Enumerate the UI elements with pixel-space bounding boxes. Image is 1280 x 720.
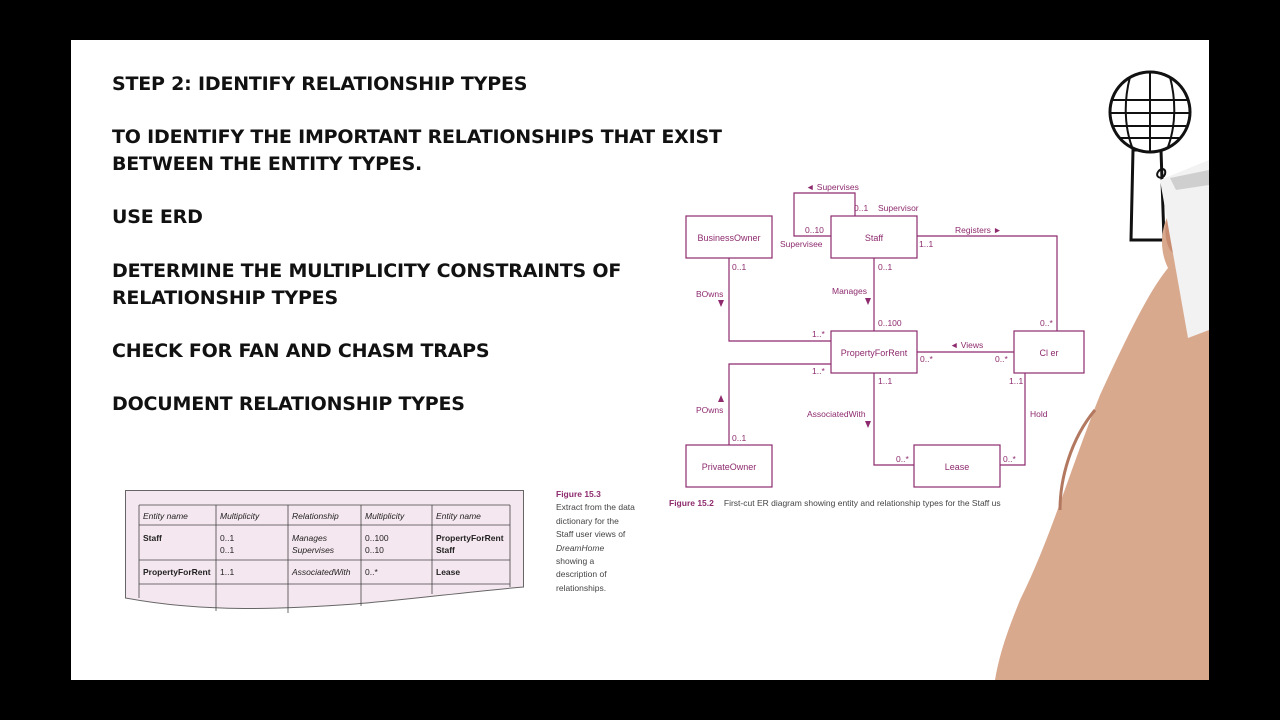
multiplicity-line-1: DETERMINE THE MULTIPLICITY CONSTRAINTS O… [112,260,622,282]
figure-15-3-number: Figure 15.3 [556,489,601,499]
rel-views: ◄ Views [950,340,983,350]
rel-associated-with: AssociatedWith [807,409,866,419]
figure-15-3-caption: Figure 15.3 Extract from the data dictio… [556,488,651,595]
mult-staff-registers: 1..1 [919,239,933,249]
associated-arrow-icon [865,421,871,428]
mult-pfr-powns: 1..* [812,366,825,376]
dict-row1-rel: Manages [292,533,328,543]
mult-pfr-views: 0..* [920,354,933,364]
figure-15-3-line-3: Staff user views of [556,529,626,540]
figure-15-3-line-1: Extract from the data [556,502,635,513]
rel-holds: Hold [1030,409,1048,419]
dict-row1-mult1: 0..1 [220,533,234,543]
figure-15-2-number: Figure 15.2 [669,498,714,508]
entity-client: Cl er [1039,348,1058,358]
mult-pfr-bowns: 1..* [812,329,825,339]
use-erd-line: USE ERD [112,206,203,228]
role-supervisor: Supervisor [878,203,919,213]
powns-arrow-icon [718,395,724,402]
entity-lease: Lease [945,462,970,472]
figure-15-3-line-2: dictionary for the [556,515,619,526]
data-dictionary-table: Entity name Multiplicity Relationship Mu… [125,490,524,613]
dict-row1-mult2b: 0..10 [365,545,384,555]
figure-15-2-text: First-cut ER diagram showing entity and … [723,498,1001,508]
mult-lease-associated: 0..* [896,454,909,464]
registers-line [917,235,1058,331]
dict-header-mult1: Multiplicity [220,511,260,521]
mult-bo-bowns: 0..1 [732,262,746,272]
dict-header-relationship: Relationship [292,511,339,521]
dict-row2-rel: AssociatedWith [291,567,351,577]
dict-row2-mult2: 0..* [365,567,378,577]
bowns-line [728,258,831,342]
step-title: STEP 2: IDENTIFY RELATIONSHIP TYPES [112,73,528,95]
dict-header-target: Entity name [436,511,481,521]
dict-header-mult2: Multiplicity [365,511,405,521]
dict-row2-target: Lease [436,567,460,577]
mult-client-registers: 0..* [1040,318,1053,328]
dict-row1-mult2: 0..100 [365,533,389,543]
role-supervisee: Supervisee [780,239,823,249]
mult-pfr-associated: 1..1 [878,376,892,386]
dict-header-entity: Entity name [143,511,188,521]
figure-15-3-line-6: description of [556,569,607,580]
mult-staff-manages: 0..1 [878,262,892,272]
mult-supervisor: 0..1 [854,203,868,213]
mult-client-views: 0..* [995,354,1008,364]
entity-private-owner: PrivateOwner [702,462,757,472]
figure-15-2-caption: Figure 15.2 First-cut ER diagram showing … [669,498,1001,508]
dict-row1-target: PropertyForRent [436,533,504,543]
dict-row1-mult1b: 0..1 [220,545,234,555]
figure-15-3-line-5: showing a [556,556,595,567]
figure-15-3-line-7: relationships. [556,582,607,593]
mult-lease-holds: 0..* [1003,454,1016,464]
holds-line [1000,373,1026,466]
rel-manages: Manages [832,286,867,296]
dict-row1-entity: Staff [143,533,162,543]
document-line: DOCUMENT RELATIONSHIP TYPES [112,393,465,415]
manages-arrow-icon [865,298,871,305]
powns-line [728,363,831,445]
entity-lease-box [913,444,1001,488]
mult-po-powns: 0..1 [732,433,746,443]
rel-powns: POwns [696,405,723,415]
dict-row1-target2: Staff [436,545,455,555]
mult-pfr-manages: 0..100 [878,318,902,328]
hand-with-marker [995,160,1209,680]
bowns-arrow-icon [718,300,724,307]
purpose-line-2: BETWEEN THE ENTITY TYPES. [112,153,423,175]
figure-15-3-line-4: DreamHome [556,542,605,553]
entity-pfr: PropertyForRent [841,348,908,358]
traps-line: CHECK FOR FAN AND CHASM TRAPS [112,340,490,362]
rel-registers: Registers ► [955,225,1002,235]
rel-supervises: ◄ Supervises [806,182,859,192]
dict-row2-entity: PropertyForRent [143,567,211,577]
entity-staff: Staff [865,233,884,243]
rel-bowns: BOwns [696,289,723,299]
dict-row2-mult1: 1..1 [220,567,234,577]
supervises-line [793,192,856,237]
mult-client-holds: 1..1 [1009,376,1023,386]
dict-row1-rel2: Supervises [292,545,335,555]
purpose-line-1: TO IDENTIFY THE IMPORTANT RELATIONSHIPS … [112,126,722,148]
mult-supervisee: 0..10 [805,225,824,235]
multiplicity-line-2: RELATIONSHIP TYPES [112,287,338,309]
associated-line [873,373,914,466]
entity-business-owner: BusinessOwner [697,233,760,243]
